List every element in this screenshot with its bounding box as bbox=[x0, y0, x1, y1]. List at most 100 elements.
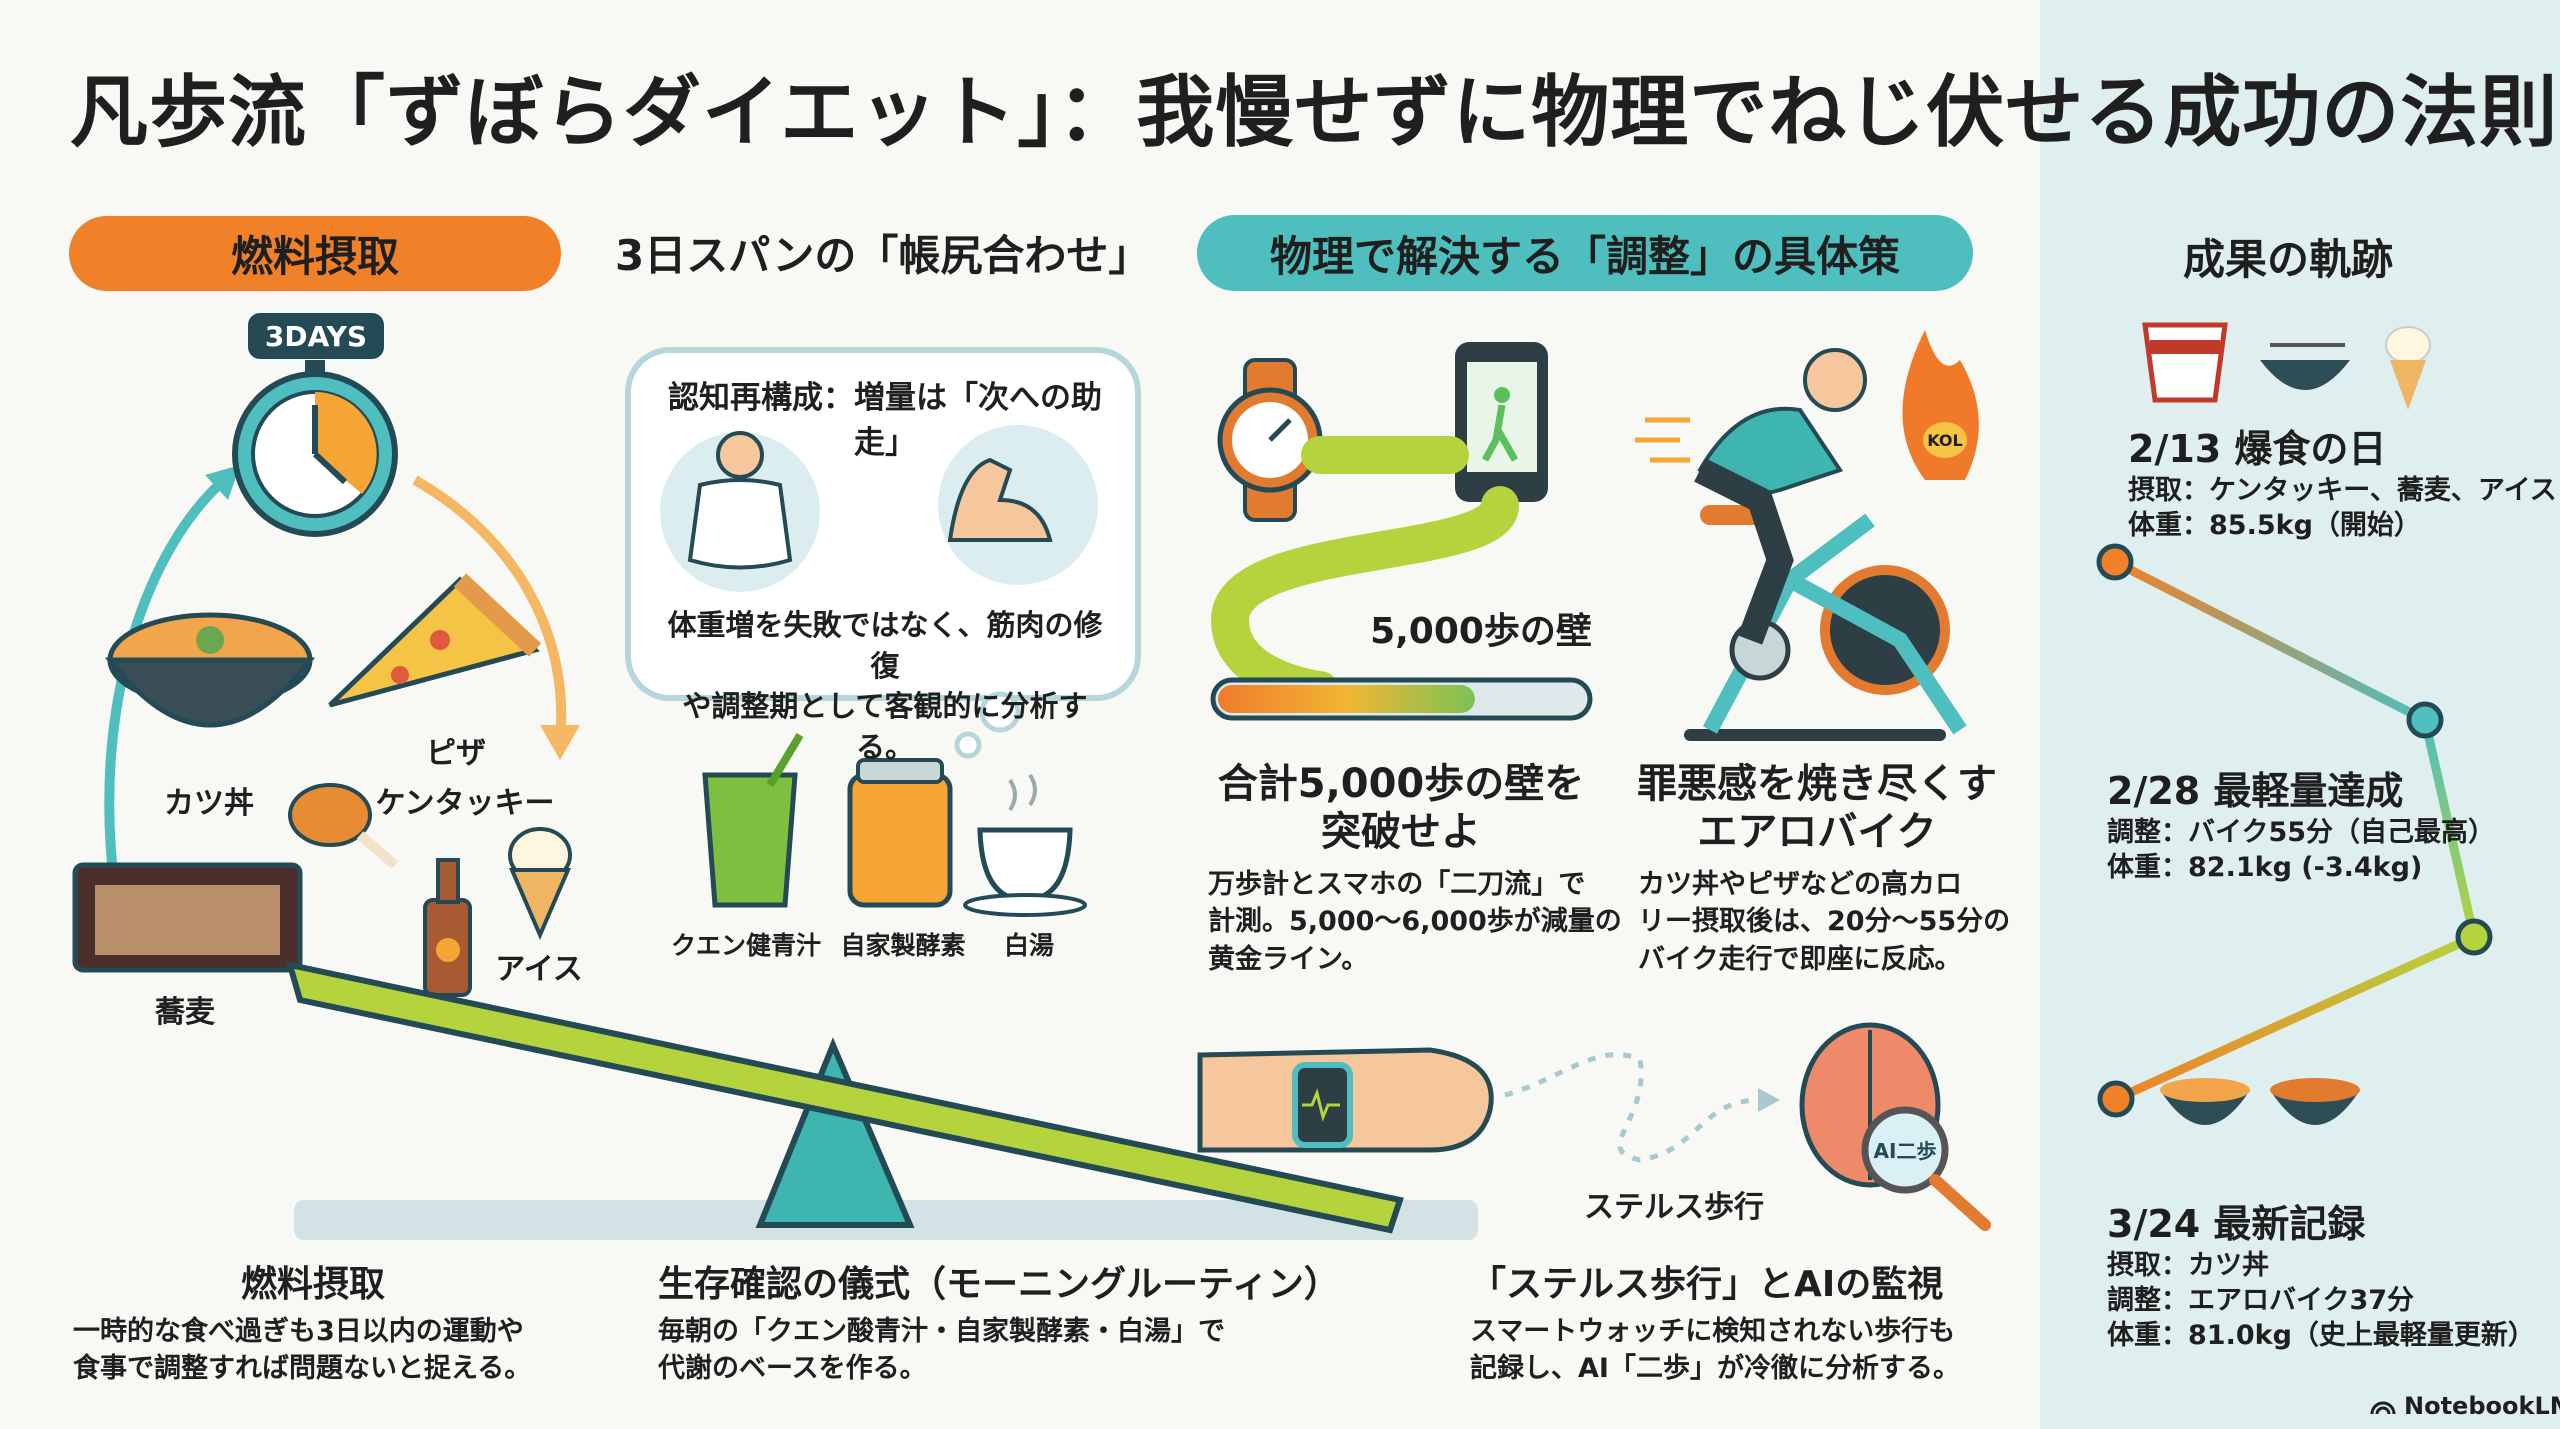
brain-ai-icon: AI二歩 bbox=[1799, 1022, 1991, 1231]
steps-body: 万歩計とスマホの「二刀流」で 計測。5,000〜6,000歩が減量の 黄金ライン… bbox=[1208, 866, 1622, 978]
timeline-line: 摂取：カツ丼 bbox=[2107, 1250, 2269, 1281]
bike-body-line: カツ丼やピザなどの高カロ bbox=[1638, 869, 1962, 900]
results-panel bbox=[2040, 0, 2560, 1429]
bottom-card-morning: 生存確認の儀式（モーニングルーティン） 毎朝の「クエン酸青汁・自家製酵素・白湯」… bbox=[658, 1255, 1340, 1388]
steps-heading-line: 合計5,000歩の壁を bbox=[1217, 761, 1585, 807]
timeline-line: 体重：81.0kg（史上最軽量更新） bbox=[2107, 1320, 2535, 1352]
step-progress-bar bbox=[1210, 677, 1593, 721]
soba-box-icon bbox=[72, 862, 303, 973]
arrow-head-icon bbox=[205, 465, 240, 500]
noodle-bowl-icon bbox=[2270, 1078, 2360, 1125]
kfc-bucket-icon bbox=[2142, 322, 2228, 403]
bottom-body-line: スマートウォッチに検知されない歩行も bbox=[1470, 1316, 1956, 1347]
bubble-title: 認知再構成：増量は「次への助走」 bbox=[668, 380, 1102, 461]
brand-label: NotebookLM bbox=[2404, 1392, 2560, 1420]
bike-heading-line: 罪悪感を焼き尽くす bbox=[1637, 761, 1997, 807]
timeline-point-0324 bbox=[2097, 1080, 2135, 1118]
timeline-entry-0213: 2/13 爆食の日 摂取：ケンタッキー、蕎麦、アイス 体重：85.5kg（開始） bbox=[2128, 418, 2557, 543]
exercise-bike-icon bbox=[1684, 505, 1967, 741]
bottom-body-line: 記録し、AI「二歩」が冷徹に分析する。 bbox=[1470, 1353, 1960, 1385]
ice-cream-icon bbox=[508, 827, 572, 941]
bike-body: カツ丼やピザなどの高カロ リー摂取後は、20分〜55分の バイク走行で即座に反応… bbox=[1638, 866, 2010, 978]
weight-timeline bbox=[2096, 543, 2493, 1118]
food-label-soba: 蕎麦 bbox=[155, 995, 215, 1030]
seesaw-fulcrum bbox=[755, 1037, 915, 1228]
arrow-head-icon bbox=[1758, 1088, 1780, 1112]
page-title: 凡歩流「ずぼらダイエット」：我慢せずに物理でねじ伏せる成功の法則 bbox=[70, 68, 2559, 158]
drink-label-enzyme: 自家製酵素 bbox=[840, 931, 966, 960]
bubble-text: 体重増を失敗ではなく、筋肉の修復 や調整期として客観的に分析する。 bbox=[655, 605, 1115, 767]
steps-body-line: 計測。5,000〜6,000歩が減量の bbox=[1208, 906, 1622, 938]
thought-bubble bbox=[625, 347, 1141, 759]
stealth-walk-label: ステルス歩行 bbox=[1584, 1190, 1764, 1225]
timeline-entry-0228: 2/28 最軽量達成 調整：バイク55分（自己最高） 体重：82.1kg (-3… bbox=[2107, 760, 2495, 885]
timeline-line: 摂取：ケンタッキー、蕎麦、アイス bbox=[2128, 475, 2557, 506]
cyclist-icon bbox=[1694, 348, 1867, 645]
green-juice-icon bbox=[702, 732, 804, 908]
bottle-icon bbox=[423, 858, 472, 997]
bike-body-line: リー摂取後は、20分〜55分の bbox=[1638, 906, 2011, 938]
timeline-date: 2/13 爆食の日 bbox=[2128, 427, 2387, 471]
stealth-walk-path bbox=[1504, 1052, 1761, 1163]
timeline-line: 調整：エアロバイク37分 bbox=[2107, 1285, 2415, 1317]
results-food-icons bbox=[2142, 322, 2431, 410]
timeline-point-0228 bbox=[2406, 701, 2444, 739]
hot-water-cup-icon bbox=[963, 773, 1087, 917]
bottom-card-stealth: 「ステルス歩行」とAIの監視 スマートウォッチに検知されない歩行も 記録し、AI… bbox=[1470, 1255, 1960, 1388]
bottom-heading: 燃料摂取 bbox=[240, 1264, 385, 1305]
pedometer-watch-icon bbox=[1217, 358, 1323, 522]
food-label-katsudon: カツ丼 bbox=[164, 786, 254, 821]
drink-label-aojiru: クエン健青汁 bbox=[670, 931, 822, 960]
bottom-body-line: 食事で調整すれば問題ないと捉える。 bbox=[73, 1353, 532, 1385]
magnifier-label: AI二歩 bbox=[1874, 1139, 1937, 1163]
timeline-entry-0324: 3/24 最新記録 摂取：カツ丼 調整：エアロバイク37分 体重：81.0kg（… bbox=[2107, 1193, 2535, 1353]
bottom-card-fuel: 燃料摂取 一時的な食べ過ぎも3日以内の運動や 食事で調整すれば問題ないと捉える。 bbox=[73, 1255, 553, 1388]
food-label-kfc: ケンタッキー bbox=[375, 786, 555, 821]
wrist-smartwatch-icon bbox=[1197, 1047, 1494, 1153]
bottom-heading: 「ステルス歩行」とAIの監視 bbox=[1470, 1264, 1944, 1305]
timeline-line: 体重：85.5kg（開始） bbox=[2128, 510, 2421, 542]
section-heading-balance: 3日スパンの「帳尻合わせ」 bbox=[615, 231, 1151, 280]
bike-body-line: バイク走行で即座に反応。 bbox=[1638, 943, 1962, 975]
timeline-point-0213 bbox=[2096, 543, 2134, 581]
timeline-point-turn bbox=[2455, 918, 2493, 956]
enzyme-jar-icon bbox=[847, 758, 953, 908]
flame-label: KOL bbox=[1927, 431, 1962, 450]
bottom-heading: 生存確認の儀式（モーニングルーティン） bbox=[658, 1264, 1340, 1305]
notebooklm-logo-icon bbox=[2370, 1401, 2396, 1415]
timeline-line: 体重：82.1kg (-3.4kg) bbox=[2107, 852, 2423, 884]
seesaw-plank bbox=[285, 961, 1404, 1234]
timeline-date: 3/24 最新記録 bbox=[2107, 1202, 2366, 1246]
timeline-date: 2/28 最軽量達成 bbox=[2107, 769, 2404, 813]
smartphone-icon bbox=[1455, 342, 1548, 502]
results-bottom-food-icons bbox=[2160, 1078, 2360, 1125]
progress-fill bbox=[1218, 685, 1475, 713]
katsudon-icon bbox=[104, 612, 316, 728]
bike-heading-line: エアロバイク bbox=[1697, 809, 1937, 855]
bottom-body-line: 一時的な食べ過ぎも3日以内の運動や bbox=[73, 1316, 524, 1347]
timeline-line: 調整：バイク55分（自己最高） bbox=[2107, 817, 2496, 848]
bottom-body-line: 代謝のベースを作る。 bbox=[658, 1353, 927, 1385]
katsudon-bowl-icon bbox=[2160, 1078, 2250, 1125]
bottom-body-line: 毎朝の「クエン酸青汁・自家製酵素・白湯」で bbox=[658, 1316, 1225, 1347]
drink-label-sayu: 白湯 bbox=[1003, 931, 1055, 960]
notebooklm-brand: NotebookLM bbox=[2370, 1392, 2560, 1420]
flexed-arm-icon bbox=[947, 457, 1053, 542]
food-label-pizza: ピザ bbox=[426, 736, 486, 771]
steps-heading-line: 突破せよ bbox=[1321, 809, 1481, 855]
bubble-text-line: 体重増を失敗ではなく、筋肉の修復 bbox=[667, 608, 1103, 683]
cycle-arrow-orange bbox=[412, 475, 567, 741]
flame-icon: KOL bbox=[1902, 330, 1979, 480]
steps-body-line: 万歩計とスマホの「二刀流」で bbox=[1208, 869, 1586, 900]
bike-heading: 罪悪感を焼き尽くす エアロバイク bbox=[1637, 760, 1997, 856]
section-heading-results: 成果の軌跡 bbox=[2183, 235, 2394, 284]
pizza-icon bbox=[328, 573, 542, 708]
stopwatch-icon bbox=[232, 360, 398, 537]
arrow-head-icon bbox=[540, 725, 580, 760]
soba-bowl-icon bbox=[2260, 343, 2350, 390]
step-wall-label: 5,000歩の壁 bbox=[1370, 611, 1592, 652]
bubble-text-line: や調整期として客観的に分析する。 bbox=[682, 689, 1088, 764]
steps-body-line: 黄金ライン。 bbox=[1208, 943, 1369, 975]
speed-lines bbox=[1635, 417, 1690, 463]
